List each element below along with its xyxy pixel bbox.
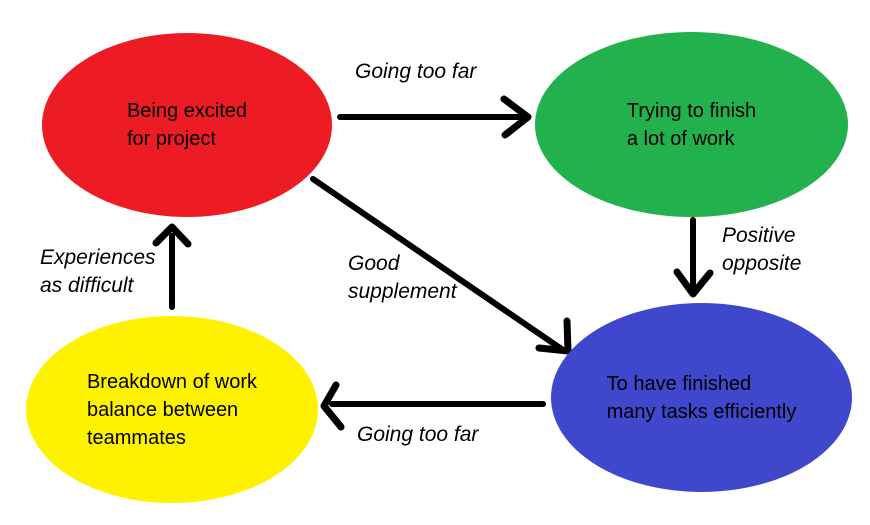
node-being-excited-label: Being excited for project	[126, 100, 248, 150]
node-finished-many-tasks-label: To have finished many tasks efficiently	[606, 372, 797, 423]
node-trying-to-finish-label: Trying to finish a lot of work	[626, 99, 757, 150]
node-breakdown-of-work: Breakdown of work balance between teamma…	[26, 316, 318, 503]
edge-label-going-too-far-bottom: Going too far	[357, 423, 479, 446]
arrow-head	[673, 268, 714, 298]
arrow-trying-to-finished	[673, 217, 714, 298]
arrow-head	[500, 95, 532, 139]
node-being-excited: Being excited for project	[42, 33, 332, 217]
node-trying-to-finish: Trying to finish a lot of work	[535, 32, 848, 217]
edge-label-positive-opposite: Positive opposite	[722, 224, 802, 275]
arrow-breakdown-to-excited	[152, 223, 192, 310]
edge-label-going-too-far-top: Going too far	[355, 60, 477, 83]
node-breakdown-of-work-label: Breakdown of work balance between teamma…	[86, 370, 258, 449]
edge-label-good-supplement: Good supplement	[348, 252, 457, 303]
arrow-head	[152, 223, 192, 248]
arrow-head	[320, 381, 345, 431]
edge-label-experiences-as-difficult: Experiences as difficult	[40, 246, 156, 297]
arrow-excited-to-trying	[337, 95, 532, 139]
node-finished-many-tasks: To have finished many tasks efficiently	[551, 303, 852, 492]
arrow-head	[535, 317, 572, 355]
